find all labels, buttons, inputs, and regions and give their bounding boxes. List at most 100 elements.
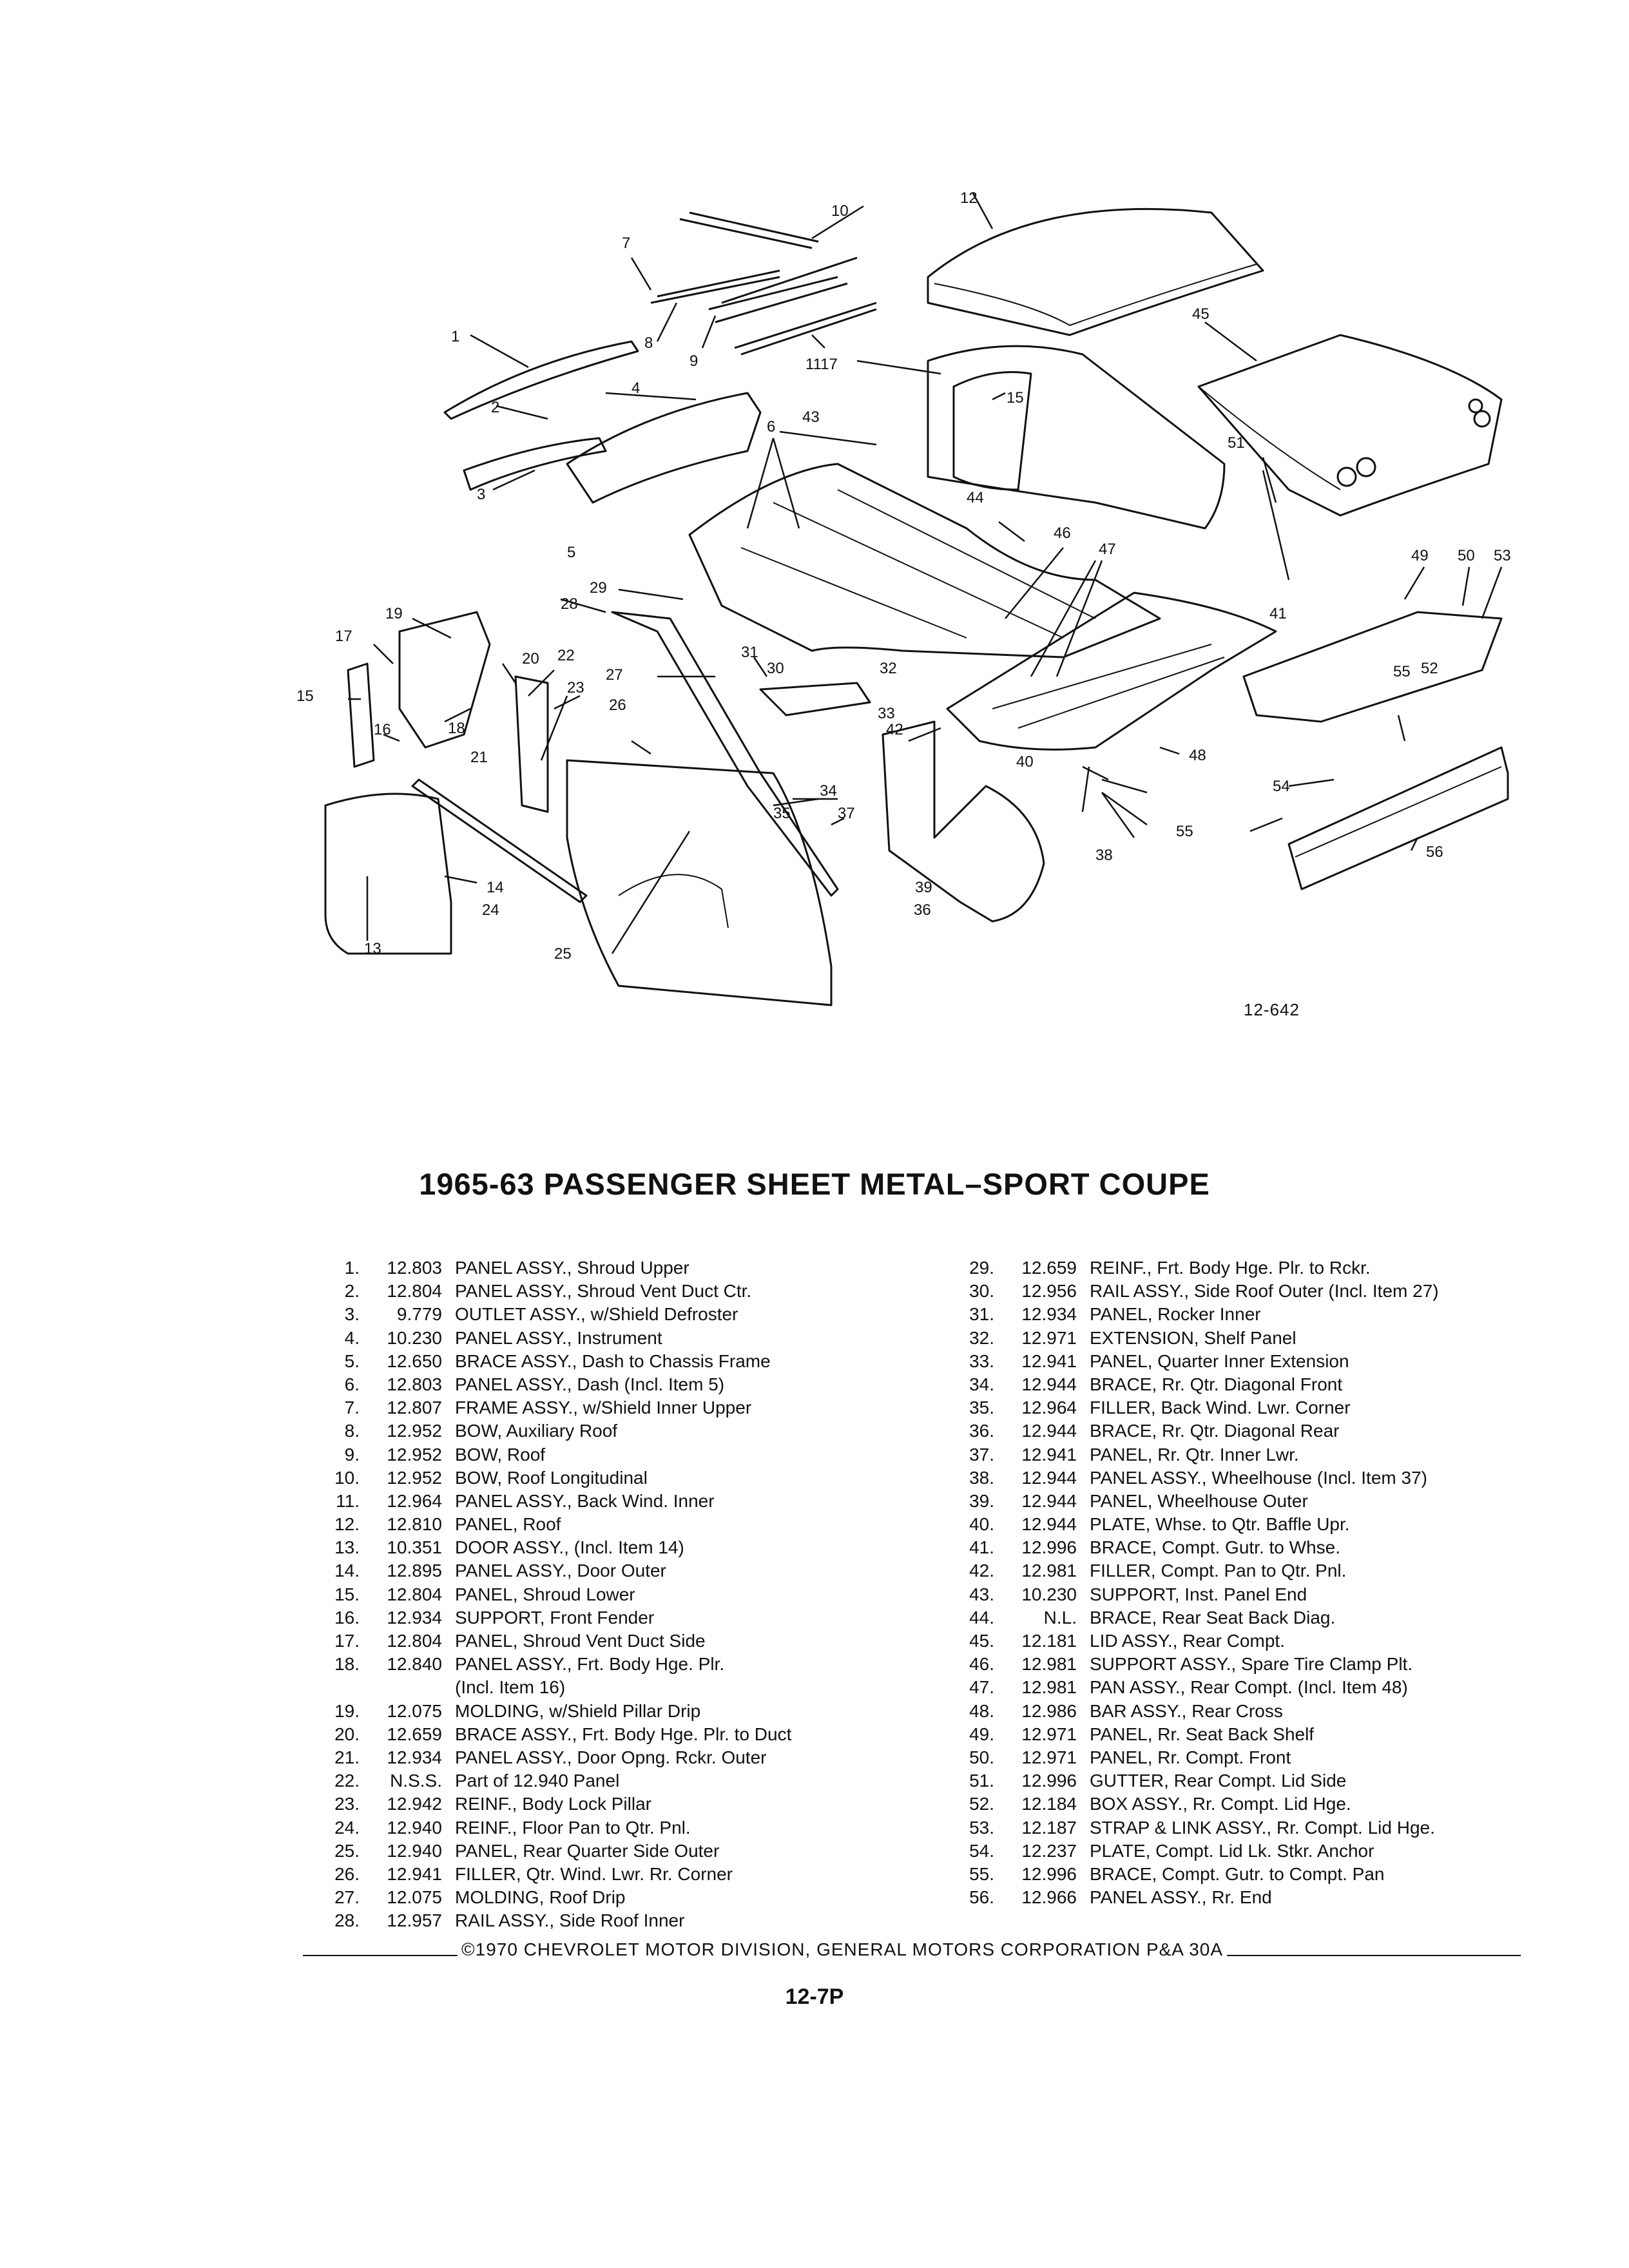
part-code: 12.934	[1021, 1304, 1077, 1325]
page-number: 12-7P	[785, 1984, 844, 2009]
callout-10: 10	[831, 202, 849, 220]
part-description: PANEL, Rr. Compt. Front	[1090, 1747, 1291, 1767]
part-number: 24.	[334, 1817, 360, 1838]
part-number: 45.	[969, 1631, 994, 1651]
callout-28: 28	[561, 595, 578, 613]
callout-6: 6	[767, 418, 775, 436]
part-code: 12.659	[1021, 1258, 1077, 1278]
part-number: 36.	[969, 1421, 994, 1441]
part-number: 53.	[969, 1817, 994, 1838]
callout-47: 47	[1099, 541, 1116, 558]
part-number: 5.	[344, 1350, 360, 1371]
part-number: 23.	[334, 1794, 360, 1814]
callout-24: 24	[482, 901, 499, 919]
copyright-footer: ©1970 CHEVROLET MOTOR DIVISION, GENERAL …	[303, 1938, 1521, 1961]
part-number: 49.	[969, 1724, 994, 1744]
part-description: PANEL ASSY., Door Opng. Rckr. Outer	[455, 1747, 767, 1767]
part-code: 12.237	[1021, 1840, 1077, 1861]
part-description: PANEL, Rr. Seat Back Shelf	[1090, 1724, 1315, 1744]
callout-44: 44	[967, 489, 984, 506]
part-code: 10.351	[387, 1537, 442, 1558]
callout-36: 36	[914, 901, 931, 919]
part-code: 12.659	[387, 1724, 442, 1744]
part-description: PANEL ASSY., Instrument	[455, 1327, 662, 1348]
part-code: 12.075	[387, 1887, 442, 1908]
part-code: 12.187	[1021, 1817, 1077, 1838]
part-description: PANEL, Rr. Qtr. Inner Lwr.	[1090, 1444, 1299, 1465]
part-number: 1.	[344, 1258, 360, 1278]
part-code: 12.803	[387, 1258, 442, 1278]
part-number: 15.	[334, 1584, 360, 1604]
hinge-pillar-drawing	[398, 611, 491, 749]
callout-55-left: 55	[1176, 823, 1193, 840]
part-description: REINF., Body Lock Pillar	[455, 1794, 651, 1814]
callout-12: 12	[960, 189, 978, 207]
part-code: 12.956	[1021, 1281, 1077, 1302]
callout-16: 16	[374, 721, 391, 738]
part-description: FILLER, Back Wind. Lwr. Corner	[1090, 1398, 1351, 1418]
part-code: 12.940	[387, 1840, 442, 1861]
part-code: 12.804	[387, 1281, 442, 1302]
part-description: FRAME ASSY., w/Shield Inner Upper	[455, 1398, 752, 1418]
part-number: 56.	[969, 1887, 994, 1908]
parts-list-row: (Incl. Item 16)	[322, 1676, 967, 1699]
part-code: 12.944	[1021, 1374, 1077, 1394]
callout-27: 27	[606, 666, 623, 684]
callout-19: 19	[385, 605, 403, 622]
part-number: 11.	[336, 1490, 360, 1511]
part-number: 16.	[334, 1607, 360, 1628]
parts-list-row: 44.N.L.BRACE, Rear Seat Back Diag.	[957, 1606, 1601, 1629]
callout-56: 56	[1426, 843, 1443, 861]
part-description: PANEL, Quarter Inner Extension	[1090, 1350, 1349, 1371]
part-description: PANEL ASSY., Back Wind. Inner	[455, 1490, 715, 1511]
part-code: 12.996	[1021, 1863, 1077, 1884]
callout-20: 20	[522, 650, 539, 668]
part-code: 12.181	[1021, 1631, 1077, 1651]
part-description: RAIL ASSY., Side Roof Inner	[455, 1910, 685, 1931]
part-number: 21.	[334, 1747, 360, 1767]
part-description: PANEL ASSY., Rr. End	[1090, 1887, 1272, 1908]
leader-lines	[348, 193, 1503, 954]
part-description: BOW, Roof	[455, 1444, 546, 1465]
part-code: 12.996	[1021, 1771, 1077, 1791]
part-description: PANEL, Rear Quarter Side Outer	[455, 1840, 720, 1861]
part-code: 12.964	[1021, 1398, 1077, 1418]
part-number: 48.	[969, 1700, 994, 1721]
part-number: 35.	[969, 1398, 994, 1418]
callout-25: 25	[554, 945, 572, 963]
part-description: BRACE, Rear Seat Back Diag.	[1090, 1607, 1336, 1628]
floor-pan-drawing	[688, 463, 1161, 658]
callout-3: 3	[477, 486, 485, 503]
part-code: 12.981	[1021, 1654, 1077, 1675]
part-number: 32.	[969, 1327, 994, 1348]
part-number: 14.	[334, 1561, 360, 1581]
part-code: 12.986	[1021, 1700, 1077, 1721]
part-description: REINF., Floor Pan to Qtr. Pnl.	[455, 1817, 691, 1838]
part-code: N.S.S.	[390, 1771, 442, 1791]
part-number: 4.	[344, 1327, 360, 1348]
callout-15-left: 15	[296, 687, 314, 705]
part-number: 50.	[969, 1747, 994, 1767]
part-description: BRACE, Rr. Qtr. Diagonal Rear	[1090, 1421, 1340, 1441]
deck-lid-drawing	[1197, 334, 1503, 517]
callout-7: 7	[622, 235, 630, 252]
part-description: SUPPORT ASSY., Spare Tire Clamp Plt.	[1090, 1654, 1413, 1675]
callout-40: 40	[1016, 753, 1034, 771]
part-code: 12.971	[1021, 1724, 1077, 1744]
part-number: 38.	[969, 1467, 994, 1488]
side-roof-rail-drawing	[611, 611, 839, 897]
